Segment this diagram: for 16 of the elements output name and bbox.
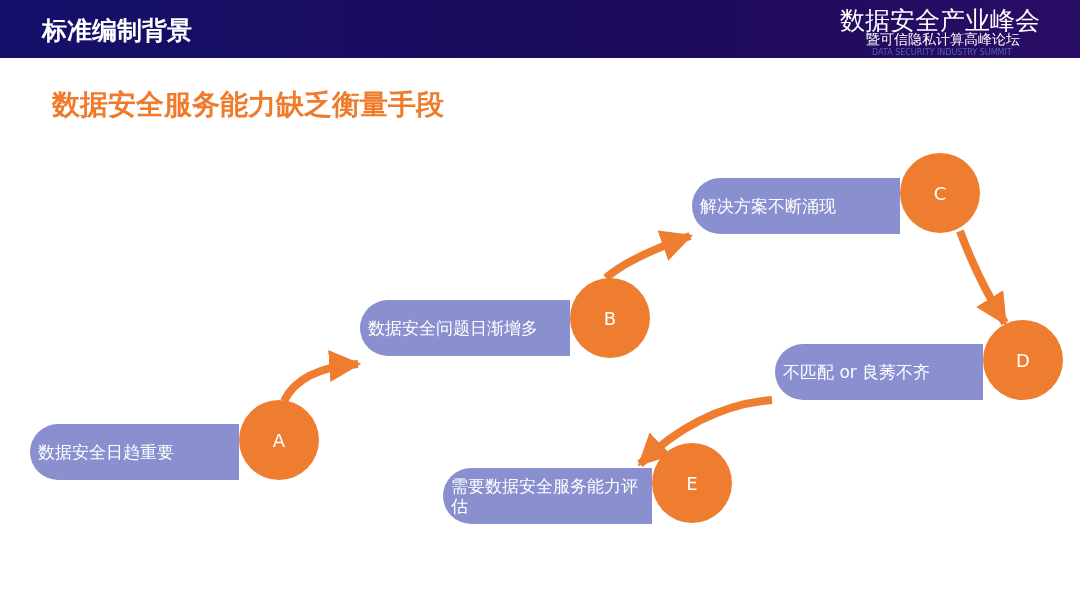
step-letter-circle: C	[900, 153, 980, 233]
curved-arrow	[637, 396, 773, 467]
curved-arrow	[956, 229, 1009, 326]
step-pill: 解决方案不断涌现	[692, 178, 900, 234]
step-letter-circle: A	[239, 400, 319, 480]
step-pill: 需要数据安全服务能力评估	[443, 468, 652, 524]
section-heading: 标准编制背景	[42, 15, 192, 47]
step-letter-circle: B	[570, 278, 650, 358]
curved-arrow	[280, 350, 362, 403]
step-pill: 数据安全问题日渐增多	[360, 300, 570, 356]
step-pill: 不匹配 or 良莠不齐	[775, 344, 983, 400]
step-pill: 数据安全日趋重要	[30, 424, 239, 480]
slide-title: 数据安全服务能力缺乏衡量手段	[52, 87, 444, 123]
event-tagline: DATA SECURITY INDUSTRY SUMMIT	[872, 48, 1012, 57]
step-letter-circle: E	[652, 443, 732, 523]
step-letter-circle: D	[983, 320, 1063, 400]
